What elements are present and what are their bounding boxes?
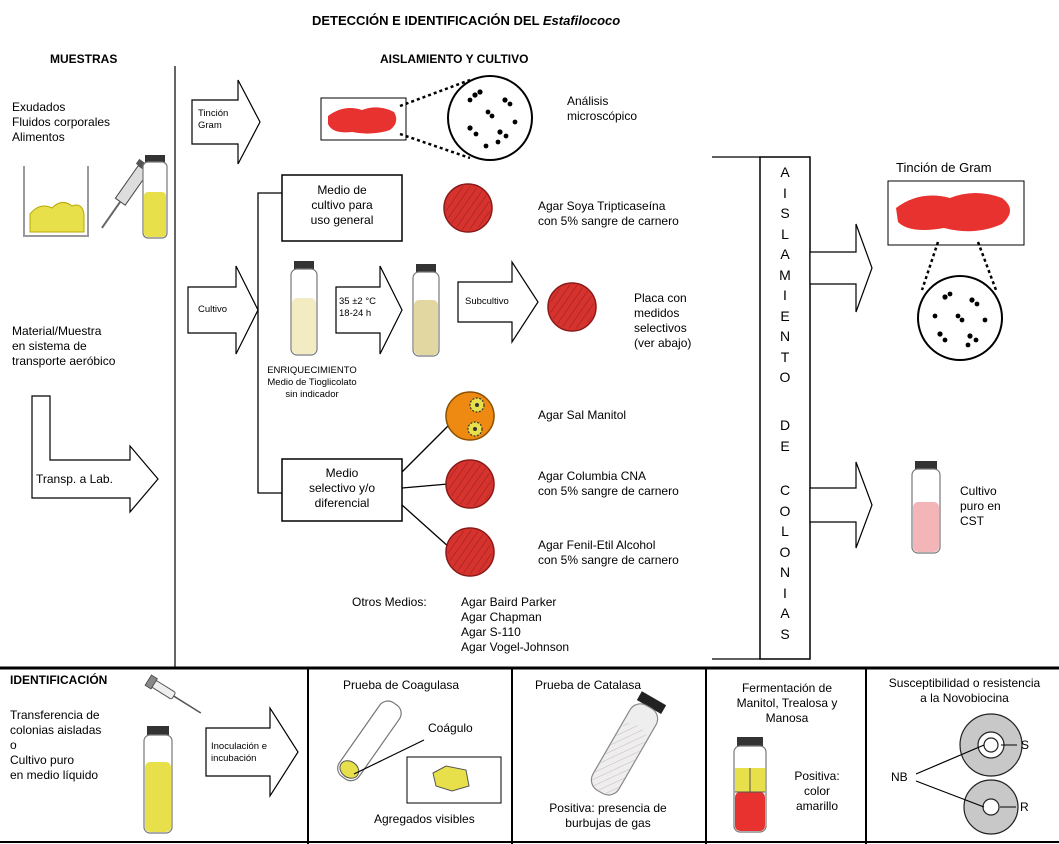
s-label: S — [1021, 738, 1030, 752]
beaker-icon — [23, 166, 89, 237]
microscope-view-right — [917, 275, 1003, 361]
coagulasa-title: Prueba de Coagulasa — [343, 678, 460, 692]
inoculation-arrow — [205, 705, 299, 799]
arrow-to-gram — [809, 223, 873, 313]
header-muestras: MUESTRAS — [50, 52, 118, 66]
agar-columbia-label: Agar Columbia CNA con 5% sangre de carne… — [538, 469, 679, 498]
otros-medios-label: Otros Medios: — [352, 595, 427, 609]
header-aislamiento: AISLAMIENTO Y CULTIVO — [380, 52, 529, 66]
plate-fenil-etil — [445, 527, 495, 577]
transport-label: Transp. a Lab. — [36, 472, 113, 486]
aislamiento-vertical-3: C O L O N I A S — [779, 482, 791, 642]
analisis-label: Análisis microscópico — [567, 94, 638, 123]
catalasa-title: Prueba de Catalasa — [535, 678, 642, 692]
plate-agar-soya — [443, 183, 493, 233]
fermentacion-result: Positiva: color amarillo — [794, 769, 840, 813]
tincion-gram-arrow — [191, 79, 261, 165]
aislamiento-vertical-1: A I S L A M I E N T O — [779, 164, 791, 385]
agar-sal-manitol-label: Agar Sal Manitol — [538, 408, 627, 422]
novobiocina-disk-s — [959, 713, 1023, 777]
samples-list: Exudados Fluidos corporales Alimentos — [12, 100, 111, 144]
transport-text: Material/Muestra en sistema de transport… — [12, 324, 116, 368]
agar-soya-label: Agar Soya Tripticaseína con 5% sangre de… — [538, 199, 679, 228]
header-identificacion: IDENTIFICACIÓN — [10, 673, 108, 687]
incubated-tube-icon — [412, 264, 440, 357]
otros-medios-list: Agar Baird Parker Agar Chapman Agar S-11… — [461, 595, 570, 654]
pipette-icon — [144, 674, 202, 714]
medio-general-box — [281, 174, 403, 242]
cultivo-label: Cultivo — [198, 304, 228, 315]
inoculacion-label: Inoculación e incubación — [211, 741, 267, 764]
medio-selectivo-box — [281, 458, 403, 522]
incubacion-label: 35 ±2 °C 18-24 h — [339, 296, 377, 319]
coagulo-label: Coágulo — [428, 721, 473, 735]
r-label: R — [1020, 800, 1029, 814]
transport-arrow — [31, 395, 159, 514]
agar-fenil-label: Agar Fenil-Etil Alcohol con 5% sangre de… — [538, 538, 679, 567]
subcultivo-label: Subcultivo — [465, 296, 509, 307]
catalase-tube-icon — [590, 691, 667, 796]
aislamiento-box — [759, 156, 811, 660]
cultivo-puro-tube-icon — [911, 461, 941, 554]
fermentation-tube-icon — [733, 737, 767, 833]
liquid-culture-tube-icon — [143, 726, 173, 834]
incubation-arrow — [335, 265, 403, 355]
coagulase-tube-icon — [337, 700, 402, 782]
cultivo-arrow — [187, 265, 259, 355]
plate-subcultivo — [547, 282, 597, 332]
novobiocina-disk-r — [963, 779, 1019, 835]
catalasa-result: Positiva: presencia de burbujas de gas — [549, 801, 667, 830]
transferencia-text: Transferencia de colonias aisladas o Cul… — [10, 708, 102, 782]
cultivo-puro-label: Cultivo puro en CST — [960, 484, 1001, 528]
nb-label: NB — [891, 770, 908, 784]
novobiocina-title: Susceptibilidad o resistencia a la Novob… — [888, 676, 1041, 705]
agregados-label: Agregados visibles — [374, 812, 475, 826]
placa-selectiva-label: Placa con medidos selectivos (ver abajo) — [634, 291, 692, 350]
sample-tube-icon — [142, 155, 168, 239]
medio-general-label: Medio de cultivo para uso general — [310, 183, 374, 227]
enriquecimiento-label: ENRIQUECIMIENTO Medio de Tioglicolato si… — [267, 365, 357, 400]
medio-selectivo-label: Medio selectivo y/o diferencial — [308, 466, 376, 510]
tincion-gram-label: Tinción Gram — [198, 108, 229, 131]
fermentacion-title: Fermentación de Manitol, Trealosa y Mano… — [736, 681, 838, 725]
tincion-gram-right-label: Tinción de Gram — [896, 160, 992, 175]
arrow-to-cultivo-puro — [809, 461, 873, 549]
plate-columbia — [445, 459, 495, 509]
page-title: DETECCIÓN E IDENTIFICACIÓN DEL Estafiloc… — [312, 13, 621, 28]
subcultivo-arrow — [457, 259, 539, 345]
plate-sal-manitol — [445, 391, 495, 441]
enrichment-tube-icon — [290, 261, 318, 356]
microscope-view — [447, 75, 533, 161]
